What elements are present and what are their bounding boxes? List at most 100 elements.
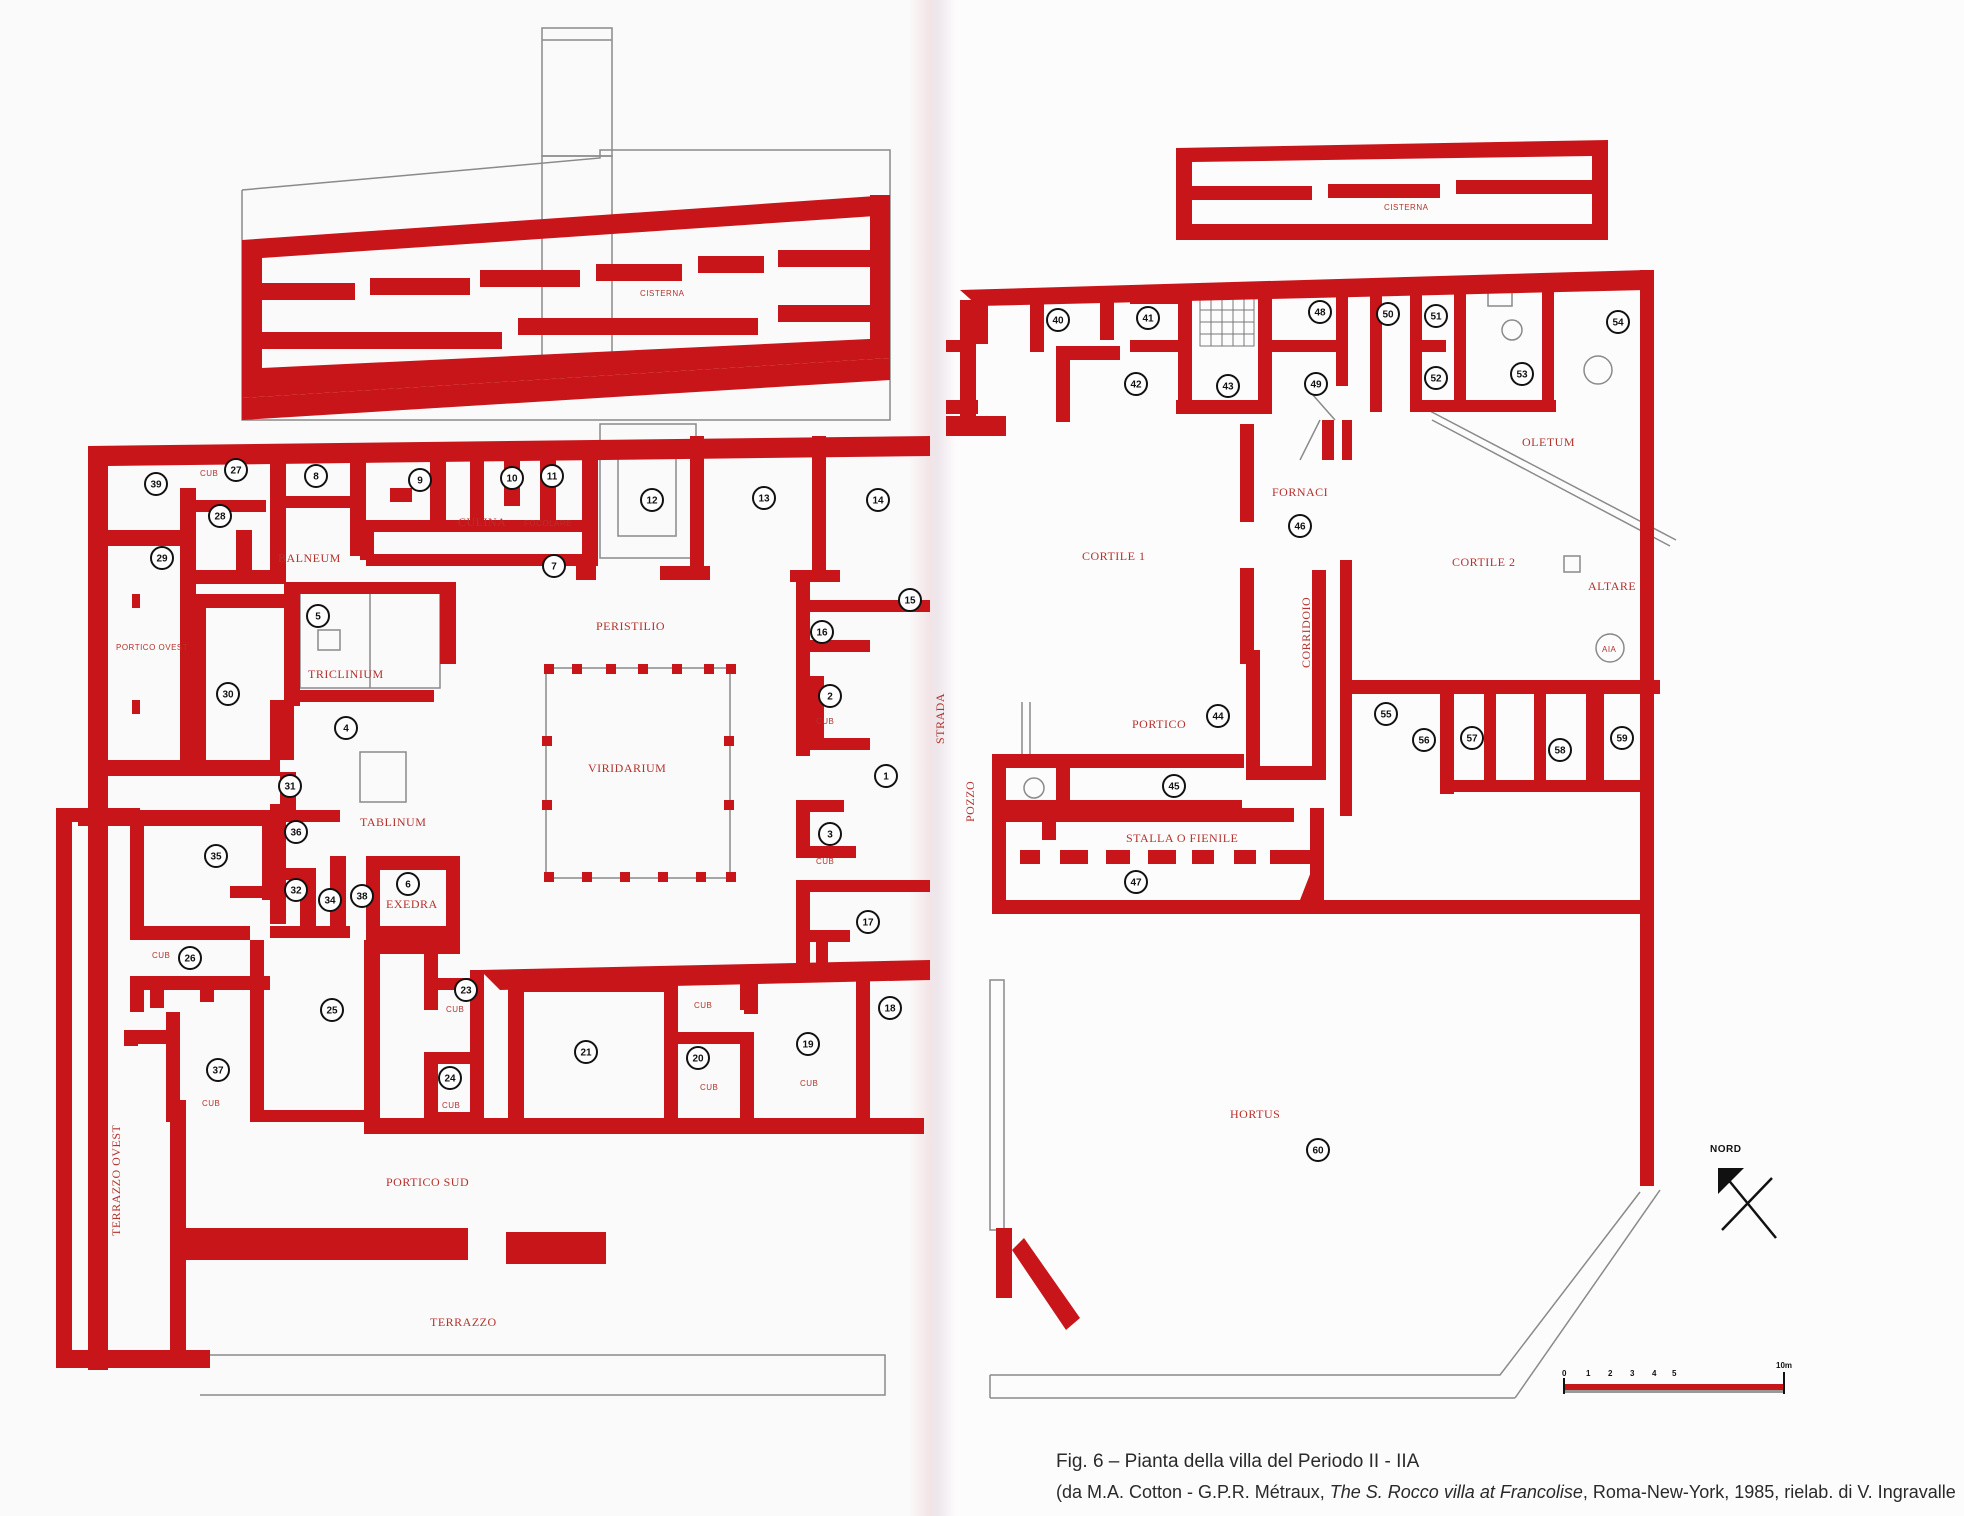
room-number: 7 — [551, 562, 557, 573]
room-marker-circle — [306, 604, 330, 628]
room-marker-circle — [208, 504, 232, 528]
room-marker-circle — [1124, 870, 1148, 894]
room-number: 34 — [324, 896, 336, 907]
room-marker-circle — [206, 1058, 230, 1082]
room-number: 19 — [802, 1040, 814, 1051]
room-marker-circle — [1046, 308, 1070, 332]
room-number: 51 — [1430, 312, 1442, 323]
room-number: 16 — [816, 628, 828, 639]
room-marker-circle — [1460, 726, 1484, 750]
label-cub: CUB — [694, 1001, 712, 1010]
room-marker-circle — [144, 472, 168, 496]
label-culina: CULINA — [458, 515, 506, 529]
room-marker-circle — [874, 764, 898, 788]
label-cub: CUB — [816, 857, 834, 866]
label-cub: CUB — [800, 1079, 818, 1088]
room-number: 45 — [1168, 782, 1180, 793]
label-exedra: EXEDRA — [386, 897, 438, 911]
room-marker-circle — [304, 464, 328, 488]
room-marker-circle — [454, 978, 478, 1002]
label-cortile1: CORTILE 1 — [1082, 549, 1145, 563]
scale-tick-3: 3 — [1630, 1369, 1635, 1378]
room-number: 39 — [150, 480, 162, 491]
room-number: 14 — [872, 496, 884, 507]
room-number: 38 — [356, 892, 368, 903]
label-oletum: OLETUM — [1522, 435, 1575, 449]
room-marker-circle — [686, 1046, 710, 1070]
room-marker-circle — [1136, 306, 1160, 330]
room-marker-circle — [796, 1032, 820, 1056]
label-triclinium: TRICLINIUM — [308, 667, 384, 681]
room-marker-circle — [1424, 366, 1448, 390]
scale-bar: 0 1 2 3 4 5 10m — [1562, 1361, 1792, 1394]
label-cisterna-left: CISTERNA — [640, 289, 685, 298]
label-aia: AIA — [1602, 645, 1617, 654]
room-number: 15 — [904, 596, 916, 607]
room-number: 53 — [1516, 370, 1528, 381]
room-marker-circle — [150, 546, 174, 570]
room-marker-circle — [1374, 702, 1398, 726]
room-marker-circle — [350, 884, 374, 908]
label-stalla: STALLA O FIENILE — [1126, 831, 1238, 845]
label-cisterna-right: CISTERNA — [1384, 203, 1429, 212]
room-number: 55 — [1380, 710, 1392, 721]
label-terrazzo: TERRAZZO — [430, 1315, 497, 1329]
room-number: 3 — [827, 830, 833, 841]
room-number: 30 — [222, 690, 234, 701]
walls — [56, 140, 1660, 1370]
room-marker-circle — [284, 820, 308, 844]
room-marker-circle — [408, 468, 432, 492]
label-cub: CUB — [202, 1099, 220, 1108]
room-number: 29 — [156, 554, 168, 565]
label-hortus: HORTUS — [1230, 1107, 1280, 1121]
room-number: 49 — [1310, 380, 1322, 391]
label-cub: CUB — [152, 951, 170, 960]
room-marker-circle — [1610, 726, 1634, 750]
room-number: 44 — [1212, 712, 1224, 723]
room-marker-circle — [878, 996, 902, 1020]
room-marker-circle — [866, 488, 890, 512]
room-labels: CISTERNA CISTERNA BALNEUM CULINA FOCOLAR… — [109, 203, 1636, 1329]
label-cub: CUB — [446, 1005, 464, 1014]
label-viridarium: VIRIDARIUM — [588, 761, 666, 775]
room-number: 47 — [1130, 878, 1142, 889]
room-marker-circle — [284, 878, 308, 902]
room-number: 41 — [1142, 314, 1154, 325]
room-marker-circle — [1376, 302, 1400, 326]
label-altare: ALTARE — [1588, 579, 1636, 593]
room-number: 24 — [444, 1074, 456, 1085]
room-number: 1 — [883, 772, 889, 783]
room-marker-circle — [898, 588, 922, 612]
room-number: 52 — [1430, 374, 1442, 385]
room-marker-circle — [1548, 738, 1572, 762]
left-page — [0, 0, 930, 1516]
room-number: 54 — [1612, 318, 1624, 329]
room-marker-circle — [278, 774, 302, 798]
label-terrazzo-ovest: TERRAZZO OVEST — [109, 1125, 123, 1236]
room-number: 20 — [692, 1054, 704, 1065]
north-label: NORD — [1710, 1144, 1741, 1155]
label-cortile2: CORTILE 2 — [1452, 555, 1515, 569]
figure-caption: Fig. 6 – Pianta della villa del Periodo … — [1056, 1446, 1956, 1508]
room-number: 57 — [1466, 734, 1478, 745]
room-marker-circle — [320, 998, 344, 1022]
room-marker-circle — [542, 554, 566, 578]
room-number: 10 — [506, 474, 518, 485]
label-balneum: BALNEUM — [278, 551, 341, 565]
label-focolare: FOCOLARE — [524, 519, 572, 528]
label-tablinum: TABLINUM — [360, 815, 426, 829]
room-marker-circle — [178, 946, 202, 970]
room-marker-circle — [640, 488, 664, 512]
peristyle-columns — [542, 664, 736, 882]
label-cub: CUB — [700, 1083, 718, 1092]
room-number: 50 — [1382, 310, 1394, 321]
room-number: 56 — [1418, 736, 1430, 747]
room-marker-circle — [818, 684, 842, 708]
room-number: 12 — [646, 496, 658, 507]
room-marker-circle — [1606, 310, 1630, 334]
label-fornaci: FORNACI — [1272, 485, 1328, 499]
label-strada: STRADA — [933, 693, 947, 744]
room-marker-circle — [438, 1066, 462, 1090]
